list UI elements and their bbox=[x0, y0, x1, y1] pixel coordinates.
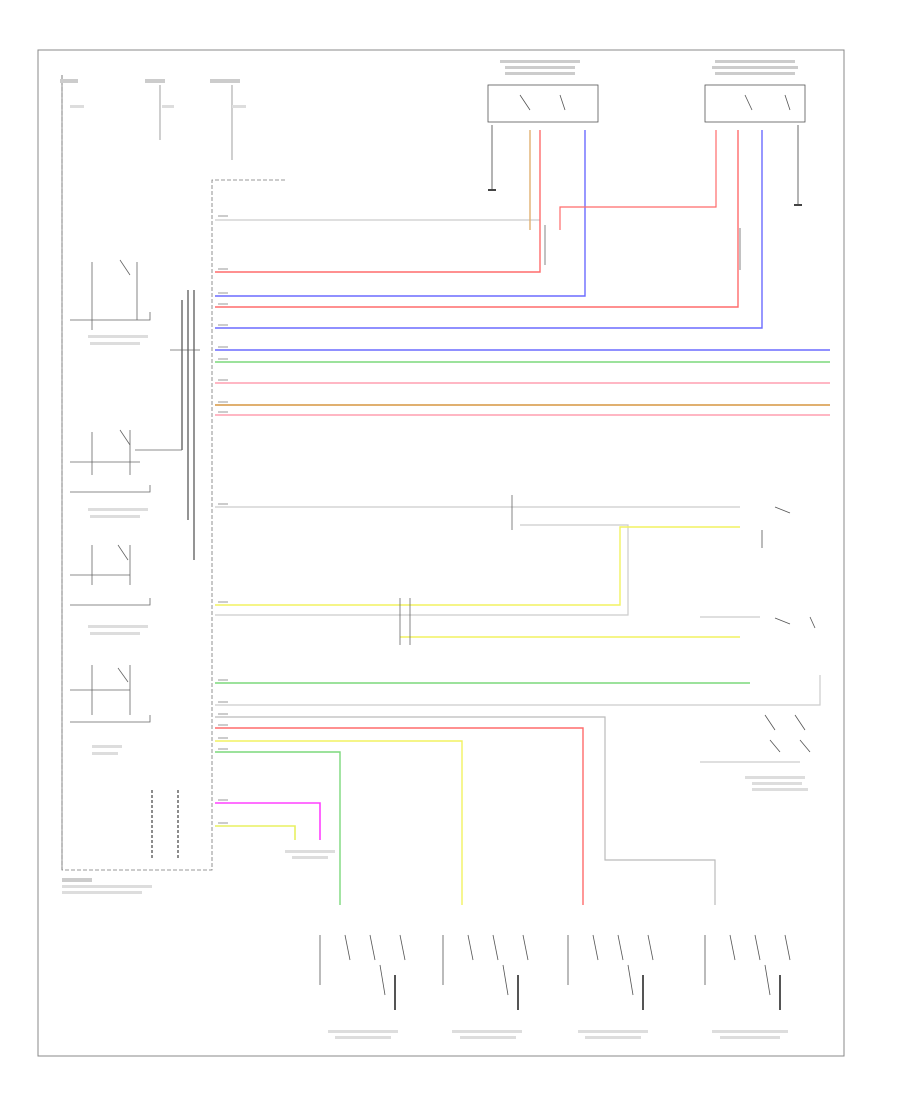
diagram-border bbox=[37, 49, 845, 1057]
wire-yellow-3 bbox=[215, 740, 463, 905]
wire-gray-6 bbox=[215, 716, 716, 905]
module-bus bbox=[135, 290, 200, 560]
relay-switch-icon bbox=[70, 259, 151, 755]
wire-blue-1 bbox=[215, 130, 586, 297]
connector-icon bbox=[399, 225, 741, 645]
ground-symbol-icon bbox=[488, 125, 802, 206]
top-switch-right bbox=[704, 60, 806, 123]
wire-gray-5 bbox=[215, 675, 821, 706]
connector-icon bbox=[151, 790, 179, 860]
bottom-switch-captions bbox=[328, 1030, 788, 1039]
top-switch-left bbox=[487, 60, 599, 123]
wire-red-4 bbox=[215, 727, 584, 905]
wire-magenta-1 bbox=[215, 802, 321, 840]
wire-tags bbox=[218, 215, 228, 824]
control-module-box bbox=[61, 75, 285, 871]
wire-yellow-4 bbox=[215, 825, 296, 840]
wire-yellow-1 bbox=[215, 526, 740, 606]
wire-red-2 bbox=[215, 130, 739, 308]
wire-gray-3 bbox=[215, 524, 629, 616]
wire-red-3 bbox=[559, 130, 717, 230]
wire-blue-2 bbox=[215, 130, 763, 329]
wire-green-3 bbox=[215, 751, 341, 905]
wire-red-1 bbox=[215, 130, 541, 273]
fuse-labels bbox=[60, 79, 246, 160]
multi-contact-switch-icon bbox=[319, 934, 791, 1010]
right-switch-icon bbox=[761, 506, 816, 753]
